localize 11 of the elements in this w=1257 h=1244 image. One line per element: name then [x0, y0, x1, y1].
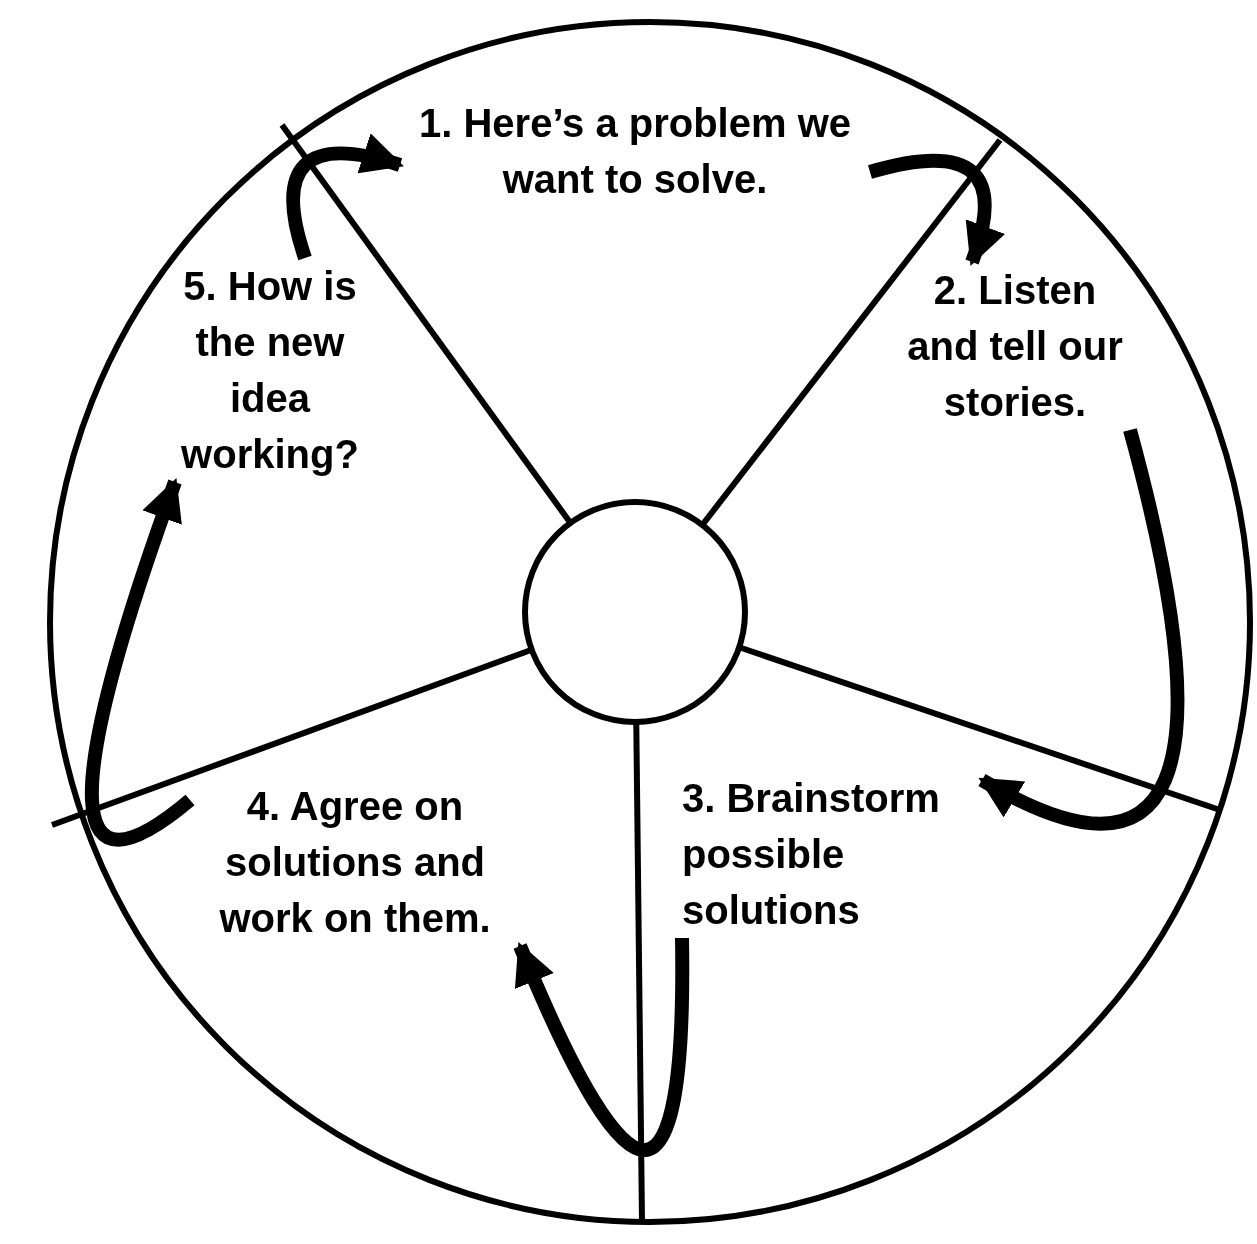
hub-circle: [522, 499, 748, 725]
curved-arrow: [286, 134, 405, 261]
curved-arrow: [85, 478, 195, 847]
step-text: 4. Agree on solutions and work on them.: [190, 778, 520, 946]
curved-arrow: [868, 153, 1004, 266]
step-text: 1. Here’s a problem we want to solve.: [400, 95, 870, 207]
step-text: 5. How is the new idea working?: [175, 258, 365, 482]
step-text: 2. Listen and tell our stories.: [900, 262, 1130, 430]
curved-arrow: [513, 938, 689, 1157]
step-text: 3. Brainstorm possible solutions: [682, 770, 982, 938]
curved-arrow: [978, 428, 1185, 831]
